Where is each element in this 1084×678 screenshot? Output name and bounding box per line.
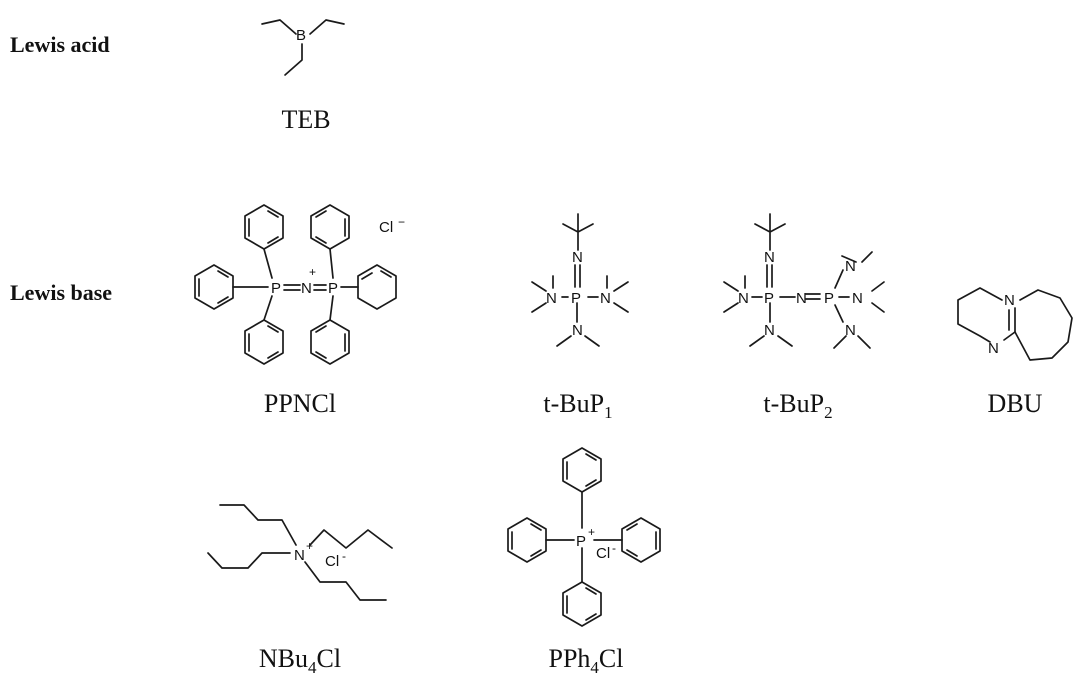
ppncl-chloride-ion: Cl (379, 219, 393, 236)
tbup2-caption-main: t-BuP (763, 389, 824, 418)
ppncl-chloride-charge: − (398, 215, 405, 229)
ppncl-structure (194, 204, 397, 365)
tbup1-nitrogen-left: N (546, 290, 557, 307)
tbup1-caption-sub: 1 (604, 403, 613, 422)
tbup1-nitrogen-right: N (600, 290, 611, 307)
nbu4cl-chloride-ion: Cl (325, 553, 339, 570)
tbup1-caption-main: t-BuP (543, 389, 604, 418)
ppncl-phosphorus-left: P (271, 280, 281, 297)
ppncl-caption: PPNCl (264, 389, 336, 418)
pph4cl-chloride-ion: Cl (596, 545, 610, 562)
tbup2-phosphorus-left: P (764, 290, 774, 307)
nbu4cl-caption-tail: Cl (317, 644, 342, 673)
pph4cl-phosphorus: P (576, 533, 586, 550)
nbu4cl-caption-main: NBu (259, 644, 308, 673)
tbup1-structure (531, 213, 629, 347)
lewis-base-label: Lewis base (10, 280, 112, 305)
tbup2-nitrogen-right: N (852, 290, 863, 307)
tbup2-nitrogen-bottom: N (764, 322, 775, 339)
tbup2-nitrogen-lower: N (845, 322, 856, 339)
dbu-nitrogen-imine: N (988, 340, 999, 357)
ppncl-nitrogen: N (301, 280, 312, 297)
teb-boron-atom: B (296, 27, 306, 44)
tbup1-caption: t-BuP1 (543, 389, 612, 422)
tbup1-nitrogen-bottom: N (572, 322, 583, 339)
tbup1-imine-nitrogen: N (572, 249, 583, 266)
pph4cl-caption-tail: Cl (599, 644, 624, 673)
tbup2-nitrogen-left: N (738, 290, 749, 307)
pph4cl-chloride-charge: - (612, 541, 616, 555)
tbup2-caption-sub: 2 (824, 403, 833, 422)
tbup2-structure (723, 213, 885, 349)
nbu4cl-chloride-charge: - (342, 549, 346, 563)
tbup2-imine-nitrogen: N (764, 249, 775, 266)
pph4cl-structure (507, 447, 661, 627)
pph4cl-caption: PPh4Cl (549, 644, 624, 677)
lewis-acid-label: Lewis acid (10, 32, 110, 57)
teb-structure: B (261, 19, 345, 76)
tbup1-phosphorus: P (571, 290, 581, 307)
nbu4cl-caption: NBu4Cl (259, 644, 341, 677)
ppncl-phosphorus-right: P (328, 280, 338, 297)
pph4cl-caption-main: PPh (549, 644, 591, 673)
tbup2-bridge-nitrogen: N (796, 290, 807, 307)
pph4cl-plus-charge: + (588, 525, 595, 539)
nbu4cl-plus-charge: + (306, 539, 313, 553)
tbup2-phosphorus-right: P (824, 290, 834, 307)
dbu-caption: DBU (988, 389, 1043, 418)
ppncl-plus-charge: + (309, 265, 316, 279)
nbu4cl-nitrogen: N (294, 547, 305, 564)
nbu4cl-structure (207, 504, 393, 601)
nbu4cl-caption-sub: 4 (308, 658, 317, 677)
dbu-structure (957, 287, 1073, 361)
tbup2-caption: t-BuP2 (763, 389, 832, 422)
teb-caption: TEB (281, 105, 330, 134)
dbu-nitrogen-bridgehead: N (1004, 292, 1015, 309)
tbup2-nitrogen-top: N (845, 258, 856, 275)
pph4cl-caption-sub: 4 (590, 658, 599, 677)
